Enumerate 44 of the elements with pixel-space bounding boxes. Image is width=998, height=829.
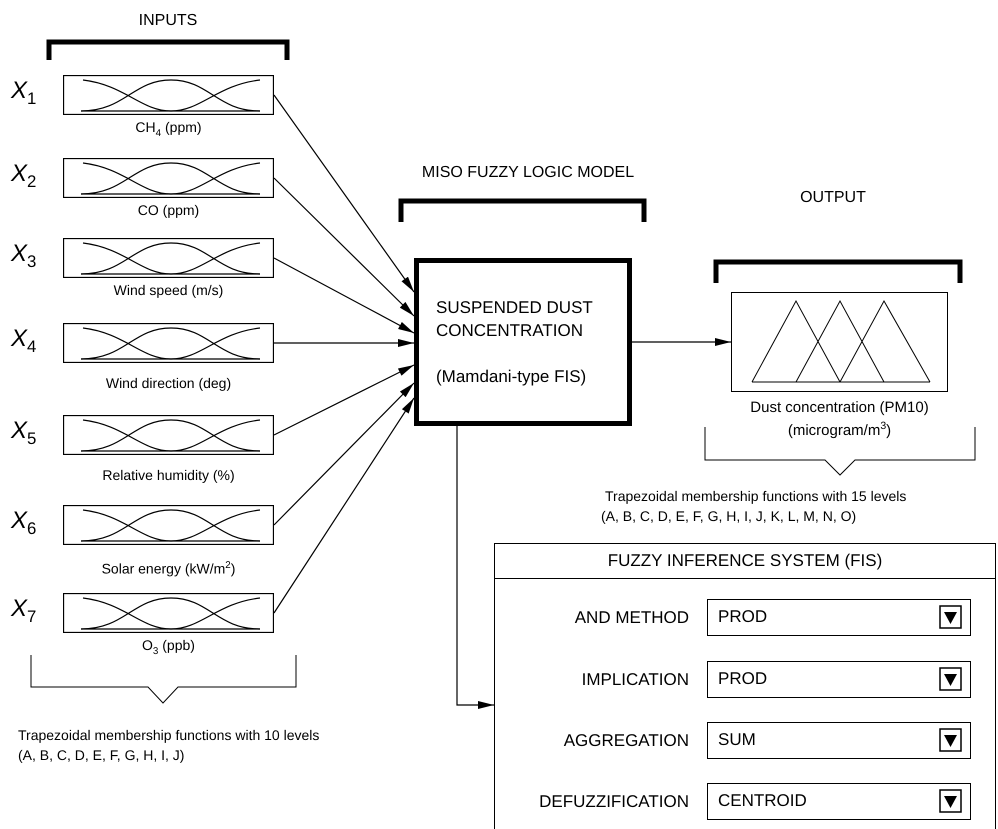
variable-symbol: X$_{6}$ [11, 507, 36, 540]
box-subtitle: (Mamdani-type FIS) [436, 366, 588, 388]
parameter-label: DEFUZZIFICATION [539, 791, 689, 813]
arrow [274, 398, 414, 614]
dropdown-field: PROD [707, 661, 971, 698]
variable-caption: Relative humidity (%) [101, 467, 236, 484]
arrow [274, 257, 414, 334]
process-box [414, 258, 632, 426]
note-text: Trapezoidal membership functions with 10 levels [18, 726, 320, 745]
parameter-label: AND METHOD [574, 607, 689, 629]
arrow [274, 178, 414, 316]
note-text: (A, B, C, D, E, F, G, H, I, J) [18, 746, 184, 765]
output-caption: Dust concentration (PM10) (microgram/m$^{3}$) [749, 398, 930, 440]
variable-caption: Wind speed (m/s) [112, 282, 224, 299]
variable-caption: Wind direction (deg) [104, 375, 232, 392]
variable-caption: Solar energy (kW/m$^{2}$) [100, 559, 236, 578]
box-title: SUSPENDED DUST CONCENTRATION [436, 297, 594, 342]
arrow [274, 382, 414, 526]
group-heading: OUTPUT [800, 188, 866, 207]
arrow [274, 364, 414, 436]
panel-header: FUZZY INFERENCE SYSTEM (FIS) [495, 544, 995, 579]
variable-caption: CH$_{4}$ (ppm) [134, 119, 203, 141]
variable-symbol: X$_{1}$ [11, 77, 36, 110]
arrow [274, 339, 414, 347]
variable-caption: CO (ppm) [136, 202, 200, 219]
group-heading: MISO FUZZY LOGIC MODEL [422, 163, 634, 182]
parameter-label: AGGREGATION [564, 730, 689, 752]
dropdown-field: SUM [707, 722, 971, 759]
group-heading: INPUTS [138, 11, 198, 30]
note-text: Trapezoidal membership functions with 15 levels [605, 487, 906, 506]
dropdown-field: PROD [707, 599, 971, 636]
parameter-label: IMPLICATION [582, 669, 689, 691]
variable-symbol: X$_{5}$ [11, 417, 36, 450]
dropdown-field: CENTROID [707, 783, 971, 820]
note-text: (A, B, C, D, E, F, G, H, I, J, K, L, M, N, O) [601, 507, 856, 526]
settings-panel [494, 543, 996, 829]
arrow [274, 94, 414, 292]
arrow [632, 338, 731, 346]
variable-symbol: X$_{2}$ [11, 160, 36, 193]
variable-symbol: X$_{4}$ [11, 325, 36, 358]
variable-symbol: X$_{7}$ [11, 595, 36, 628]
variable-caption: O$_{3}$ (ppb) [141, 637, 196, 659]
variable-symbol: X$_{3}$ [11, 240, 36, 273]
arrow [456, 426, 494, 709]
